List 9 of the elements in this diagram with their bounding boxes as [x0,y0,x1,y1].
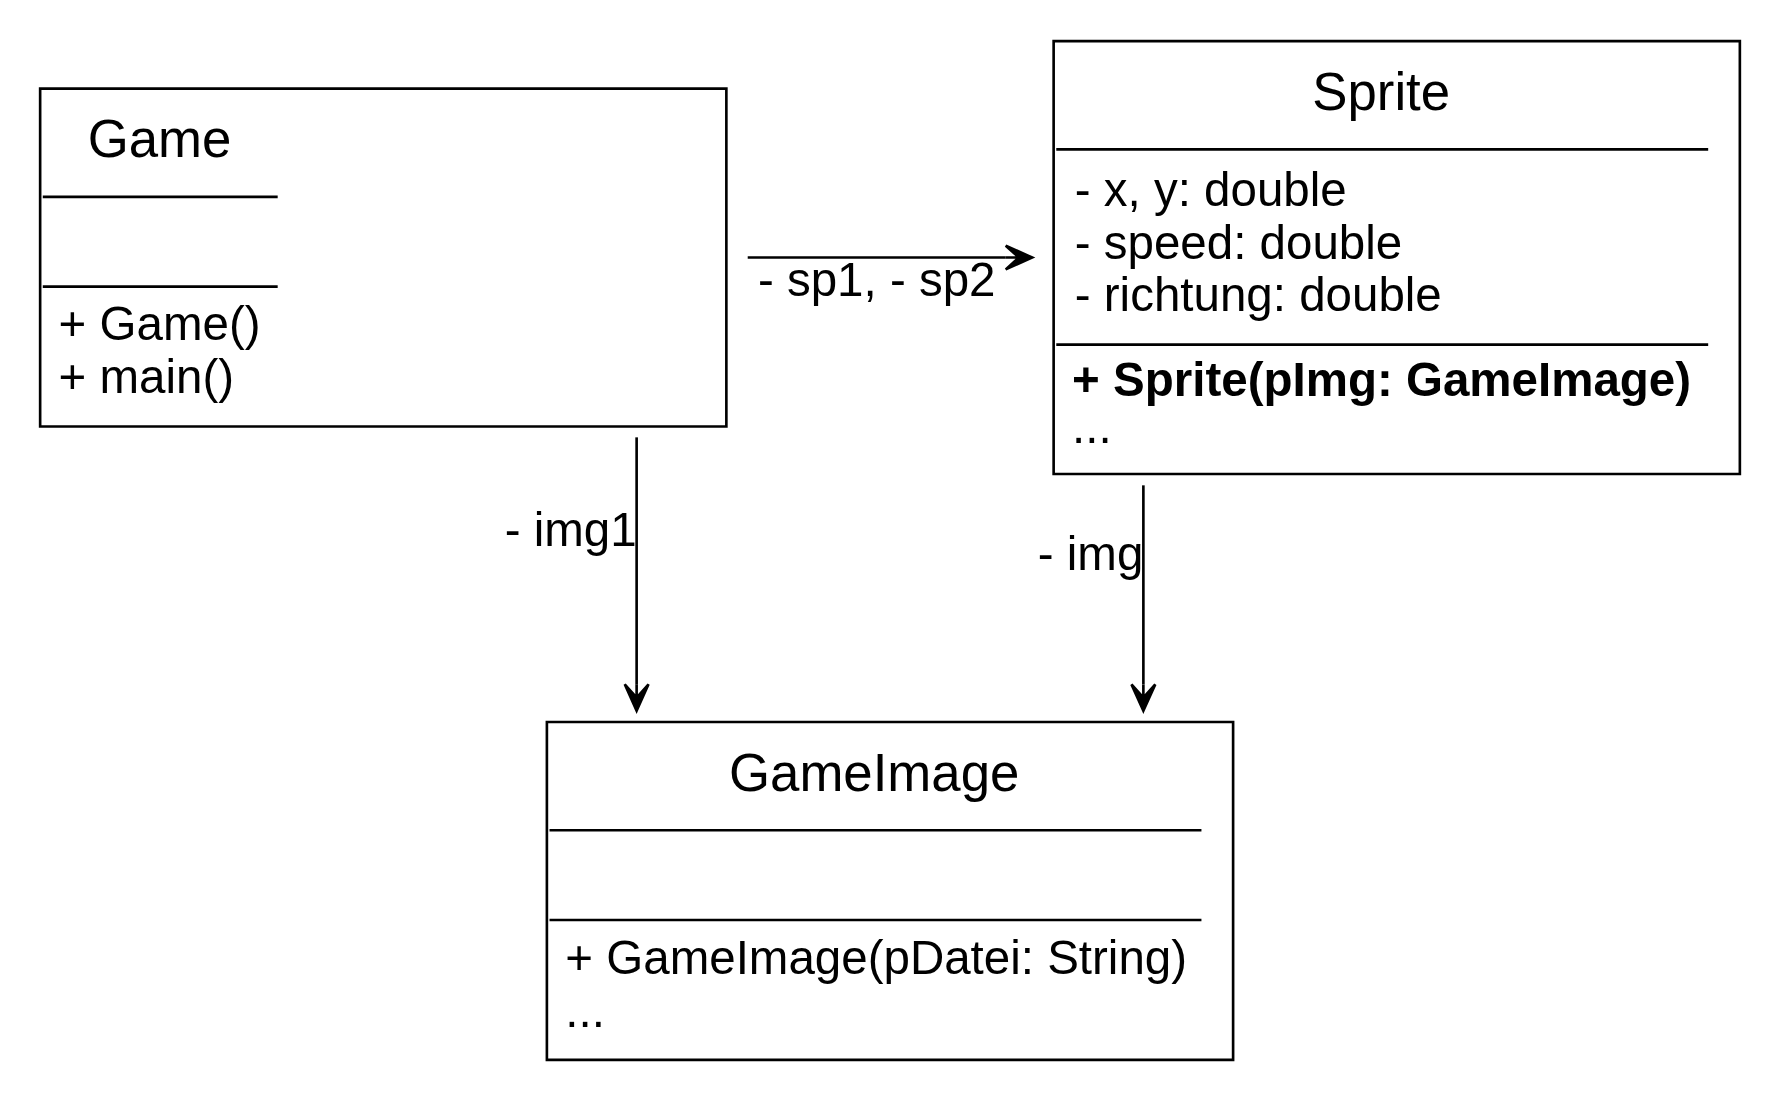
edge-label: - sp1, - sp2 [757,252,996,306]
edge-label: - img [1037,526,1144,580]
arrow [1130,484,1157,712]
node-box: Sprite - x, y: double - speed: double - richtung: double + Sprite(pImg: GameImage) ... [1052,39,1742,475]
arrow [747,243,1034,271]
node-box: GameImage + GameImage(pDatei: String) ... [545,720,1235,1061]
node-box: Game + Game() + main() [38,86,728,428]
arrow [623,436,650,712]
edge-label: - img1 [504,502,637,556]
